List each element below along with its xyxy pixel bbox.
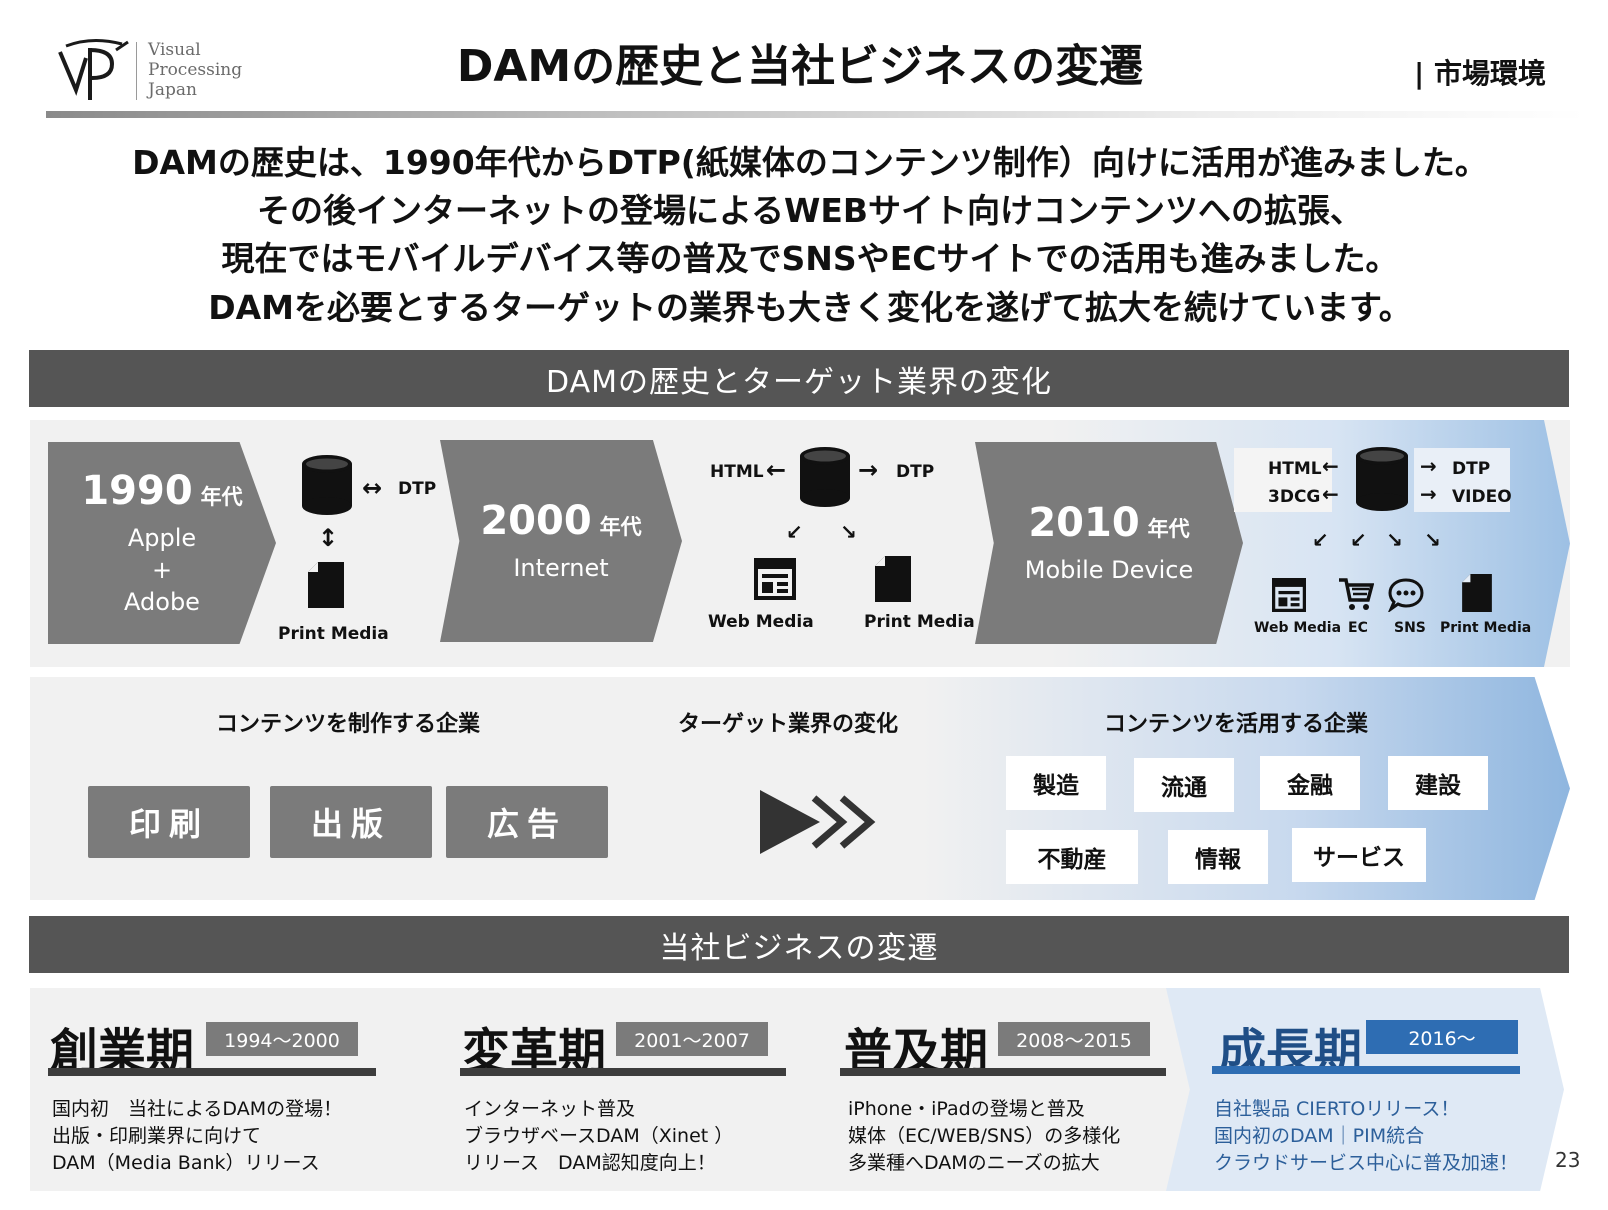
phase-spread-bg (792, 988, 1196, 1191)
html-label: HTML (1268, 459, 1322, 479)
change-heading: ターゲット業界の変化 (678, 712, 899, 737)
phase-rule (1212, 1066, 1520, 1074)
vertical-arrow-icon: ↕ (318, 524, 339, 552)
era-suffix: 年代 (1147, 517, 1190, 541)
era-suffix: 年代 (200, 485, 243, 509)
phase-rule (460, 1068, 786, 1076)
phase-range: 2001〜2007 (616, 1022, 768, 1056)
video-label: VIDEO (1452, 487, 1512, 507)
era-2010: 2010 年代 Mobile Device (975, 442, 1243, 644)
logo-line: Japan (148, 80, 197, 100)
phase-description: iPhone・iPadの登場と普及 媒体（EC/WEB/SNS）の多様化 多業種… (848, 1098, 1121, 1174)
era-subtitle: Internet (513, 554, 609, 582)
arrow-left-icon: ← (1322, 482, 1339, 506)
database-icon (1356, 447, 1408, 511)
arrow-down-left-icon: ↙ (786, 520, 803, 544)
phase-description: 国内初 当社によるDAMの登場！ 出版・印刷業界に向けて DAM（Media B… (52, 1098, 343, 1174)
ec-label: EC (1348, 620, 1368, 636)
era-year: 1990 (81, 468, 193, 514)
phase-rule (48, 1068, 376, 1076)
intro-line-1: DAMの歴史は、1990年代からDTP(紙媒体のコンテンツ制作）向けに活用が進み… (132, 143, 1488, 182)
phase-description: インターネット普及 ブラウザベースDAM（Xinet ） リリース DAM認知度… (464, 1098, 734, 1174)
industry-manufacturing: 製造 (1006, 756, 1106, 810)
dtp-label: DTP (1452, 459, 1491, 479)
business-band: 当社ビジネスの変遷 (29, 916, 1569, 973)
intro-line-4: DAMを必要とするターゲットの業界も大きく変化を遂げて拡大を続けています。 (208, 288, 1412, 327)
html-label: HTML (710, 462, 764, 482)
era3-label-backdrop-right (1414, 448, 1510, 512)
era-subtitle: Apple + Adobe (124, 524, 200, 616)
era-year: 2000 (480, 498, 592, 544)
logo-divider (136, 42, 137, 100)
web-media-label: Web Media (1254, 620, 1342, 636)
sns-label: SNS (1394, 620, 1426, 636)
arrow-down-right-icon: ↘ (1386, 528, 1403, 552)
arrow-down-right-icon: ↘ (1424, 528, 1441, 552)
document-icon (875, 556, 911, 602)
era-suffix: 年代 (599, 515, 642, 539)
history-band: DAMの歴史とターゲット業界の変化 (29, 350, 1569, 407)
logo-text: Visual Processing Japan (148, 40, 242, 100)
users-heading: コンテンツを活用する企業 (1104, 712, 1369, 737)
web-page-icon (754, 558, 796, 600)
intro-line-2: その後インターネットの登場によるWEBサイト向けコンテンツへの拡張、 (256, 191, 1364, 230)
web-media-label: Web Media (708, 612, 814, 632)
maker-pill-advertising: 広告 (446, 786, 608, 858)
arrow-left-icon: ← (766, 456, 787, 484)
logo-line: Visual (148, 40, 201, 60)
maker-pill-publishing: 出版 (270, 786, 432, 858)
industry-real-estate: 不動産 (1006, 830, 1138, 884)
shopping-cart-icon (1339, 578, 1374, 610)
header-rule (46, 111, 1586, 118)
page-title: DAMの歴史と当社ビジネスの変遷 (456, 41, 1144, 92)
triple-chevron-icon (760, 790, 876, 854)
phase-description: 自社製品 CIERTOリリース！ 国内初のDAM｜PIM統合 クラウドサービス中… (1214, 1098, 1519, 1174)
phase-rule (840, 1068, 1166, 1076)
logo-line: Processing (148, 60, 243, 80)
era3-label-backdrop-left (1234, 448, 1332, 512)
print-media-label: Print Media (278, 624, 389, 644)
database-icon (800, 447, 850, 507)
3dcg-label: 3DCG (1268, 487, 1321, 507)
phase-range: 2008〜2015 (998, 1022, 1150, 1056)
web-page-icon (1272, 578, 1306, 612)
arrow-right-icon: → (1420, 454, 1437, 478)
print-media-label: Print Media (1440, 620, 1532, 636)
database-icon (302, 455, 352, 515)
document-icon (308, 562, 344, 608)
era-subtitle: Mobile Device (1024, 556, 1194, 584)
era-1990: 1990 年代 Apple + Adobe (48, 442, 276, 644)
era-2000: 2000 年代 Internet (440, 440, 682, 642)
document-icon (1462, 574, 1492, 612)
phase-founding-bg (30, 988, 436, 1191)
arrow-left-icon: ← (1322, 454, 1339, 478)
industry-finance: 金融 (1260, 756, 1360, 810)
arrow-down-left-icon: ↙ (1312, 528, 1329, 552)
phase-range: 2016〜 (1366, 1020, 1518, 1054)
makers-heading: コンテンツを制作する企業 (216, 712, 481, 737)
arrow-right-icon: → (858, 456, 879, 484)
page-number: 23 (1555, 1148, 1581, 1172)
intro-line-3: 現在ではモバイルデバイス等の普及でSNSやECサイトでの活用も進みました。 (221, 239, 1399, 278)
arrow-right-icon: → (1420, 482, 1437, 506)
dtp-label: DTP (896, 462, 935, 482)
industry-distribution: 流通 (1134, 758, 1234, 812)
maker-pill-printing: 印刷 (88, 786, 250, 858)
industry-service: サービス (1292, 828, 1426, 882)
double-arrow-icon: ↔ (362, 474, 383, 502)
section-tag: | 市場環境 (1414, 57, 1546, 90)
industry-construction: 建設 (1388, 756, 1488, 810)
chat-bubble-icon (1388, 578, 1424, 612)
phase-range: 1994〜2000 (206, 1022, 358, 1056)
industry-information: 情報 (1168, 830, 1268, 884)
era-year: 2010 (1028, 500, 1140, 546)
phase-reform-bg (410, 988, 818, 1191)
arrow-down-right-icon: ↘ (840, 520, 857, 544)
vpj-logo-mark (58, 39, 129, 100)
dtp-label: DTP (398, 479, 437, 499)
arrow-down-left-icon: ↙ (1350, 528, 1367, 552)
print-media-label: Print Media (864, 612, 975, 632)
